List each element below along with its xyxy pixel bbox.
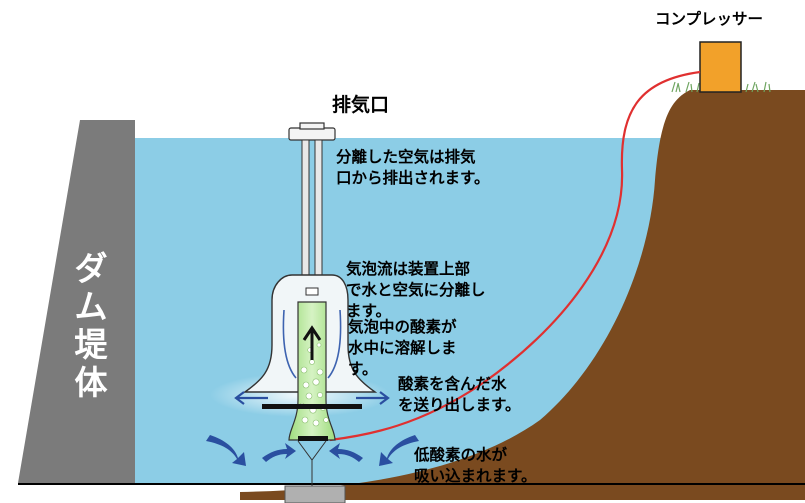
compressor-label: コンプレッサー [655,10,764,28]
bell-inner-right [327,309,342,379]
dam [18,120,135,483]
oxygen-dissolve-note: 気泡中の酸素が 水中に溶解しま す。 [348,318,457,378]
exhaust-pipe-left [301,139,310,283]
bubble-flow-note: 気泡流は装置上部 で水と空気に分離し ます。 [346,260,486,320]
bell-inner-left [282,309,297,379]
oxygenated-out-note: 酸素を含んだ水 を送り出します。 [398,375,521,414]
anchor-rope [297,440,327,486]
compressor [699,41,742,93]
exhaust-cap [288,127,336,141]
separated-air-note: 分離した空気は排気 口から排出されます。 [336,148,490,187]
exhaust-port-label: 排気口 [332,94,390,116]
base-plate [298,436,328,441]
exhaust-cap-top [299,122,325,130]
low-oxygen-in-note: 低酸素の水が 吸い込まれます。 [414,446,537,485]
device-window [305,287,319,296]
outflow-arrows [234,391,390,405]
exhaust-pipe-right [314,139,323,283]
dam-body-label: ダ ム 堤 体 [74,249,108,402]
anchor-base [284,485,346,503]
upward-flow-arrow [302,325,322,360]
air-hose [329,70,701,442]
earth-bank [240,90,805,500]
diffuser-plate [262,404,362,409]
inflow-arrows [206,435,419,466]
